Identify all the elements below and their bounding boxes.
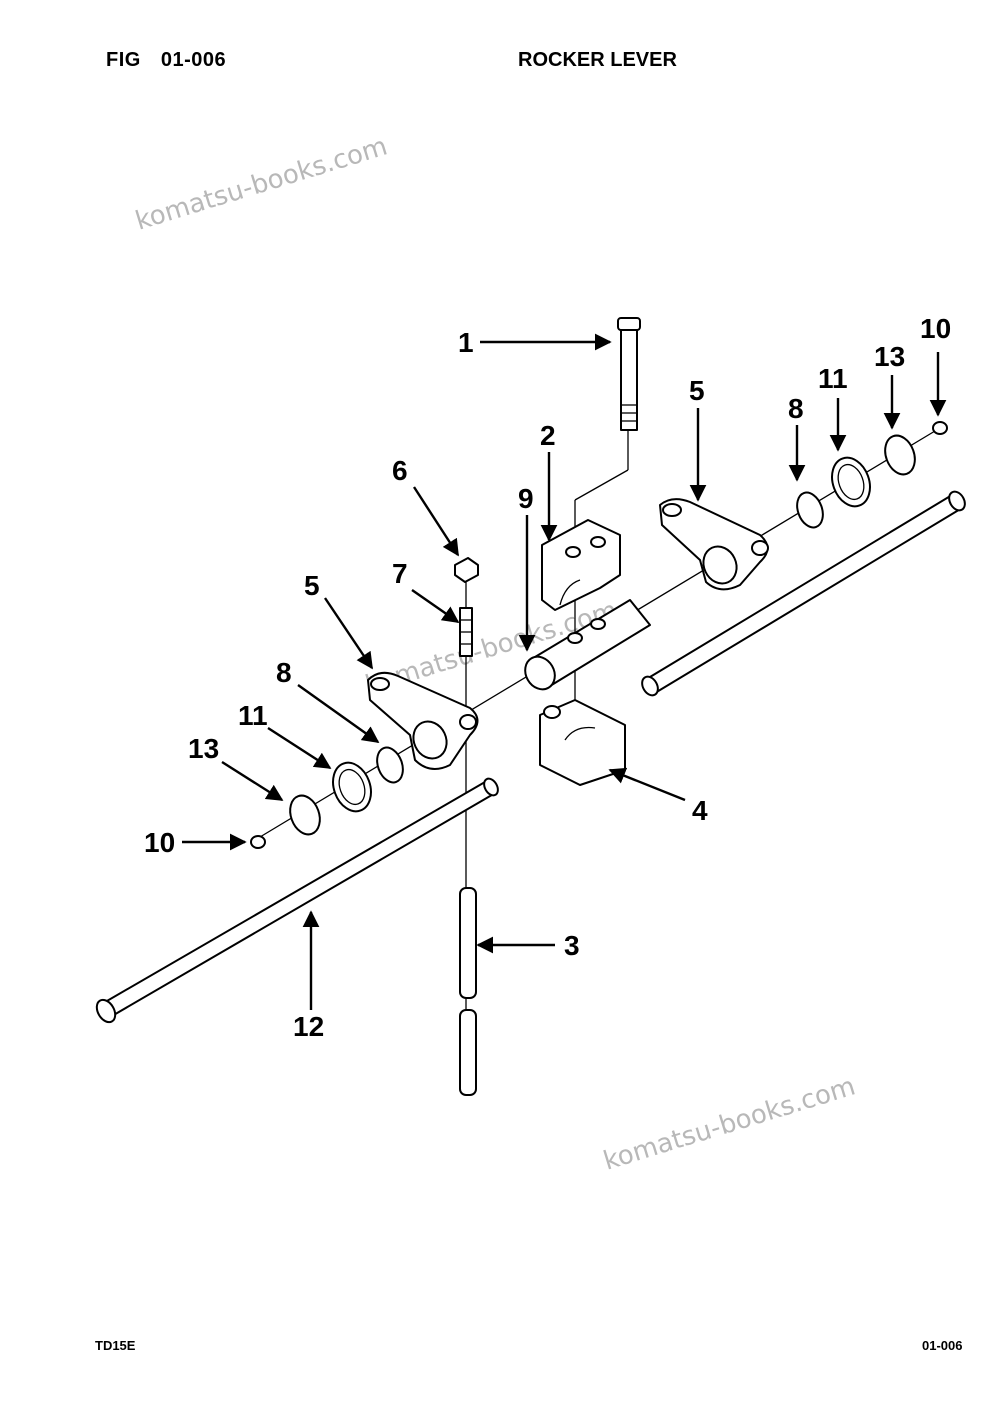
snap-ring-part-13 xyxy=(289,434,916,836)
figure-title: ROCKER LEVER xyxy=(518,49,677,71)
bolt-part-1 xyxy=(617,317,641,431)
footer-model: TD15E xyxy=(95,1338,136,1353)
bracket-part-2 xyxy=(541,519,621,611)
callout-10-left: 10 xyxy=(144,827,175,858)
adjusting-screw-part-7 xyxy=(459,607,473,657)
washer-part-8 xyxy=(376,491,824,784)
footer-page-number: 01-006 xyxy=(922,1338,963,1353)
callout-7: 7 xyxy=(392,558,408,589)
plug-part-10 xyxy=(250,421,948,849)
callout-13-left: 13 xyxy=(188,733,219,764)
callout-8-left: 8 xyxy=(276,657,292,688)
callout-11-right: 11 xyxy=(818,363,848,394)
callout-1: 1 xyxy=(458,327,474,358)
callout-labels: 1 2 3 4 5 5 6 7 8 8 9 10 10 11 11 12 13 … xyxy=(144,313,951,1042)
callout-9: 9 xyxy=(518,483,534,514)
callout-2: 2 xyxy=(540,420,556,451)
nut-part-6 xyxy=(454,557,479,583)
leader-lines xyxy=(182,333,947,1010)
spacer-part-9 xyxy=(524,599,651,691)
rocker-lever-left-part-5 xyxy=(367,671,479,770)
bracket-part-4 xyxy=(539,699,626,786)
rocker-lever-right-part-5 xyxy=(659,498,769,591)
callout-6: 6 xyxy=(392,455,408,486)
ring-part-11 xyxy=(332,456,871,813)
rocker-shaft-part-12 xyxy=(95,777,499,1024)
callout-5-right: 5 xyxy=(689,375,705,406)
callout-3: 3 xyxy=(564,930,580,961)
callout-13-right: 13 xyxy=(874,341,905,372)
figure-number: FIG 01-006 xyxy=(106,49,227,71)
callout-10-right: 10 xyxy=(920,313,951,344)
rocker-shaft-upper xyxy=(641,490,966,697)
callout-5-left: 5 xyxy=(304,570,320,601)
callout-11-left: 11 xyxy=(238,700,268,731)
callout-12: 12 xyxy=(293,1011,324,1042)
push-rod-part-3 xyxy=(459,887,477,1096)
callout-8-right: 8 xyxy=(788,393,804,424)
callout-4: 4 xyxy=(692,795,708,826)
